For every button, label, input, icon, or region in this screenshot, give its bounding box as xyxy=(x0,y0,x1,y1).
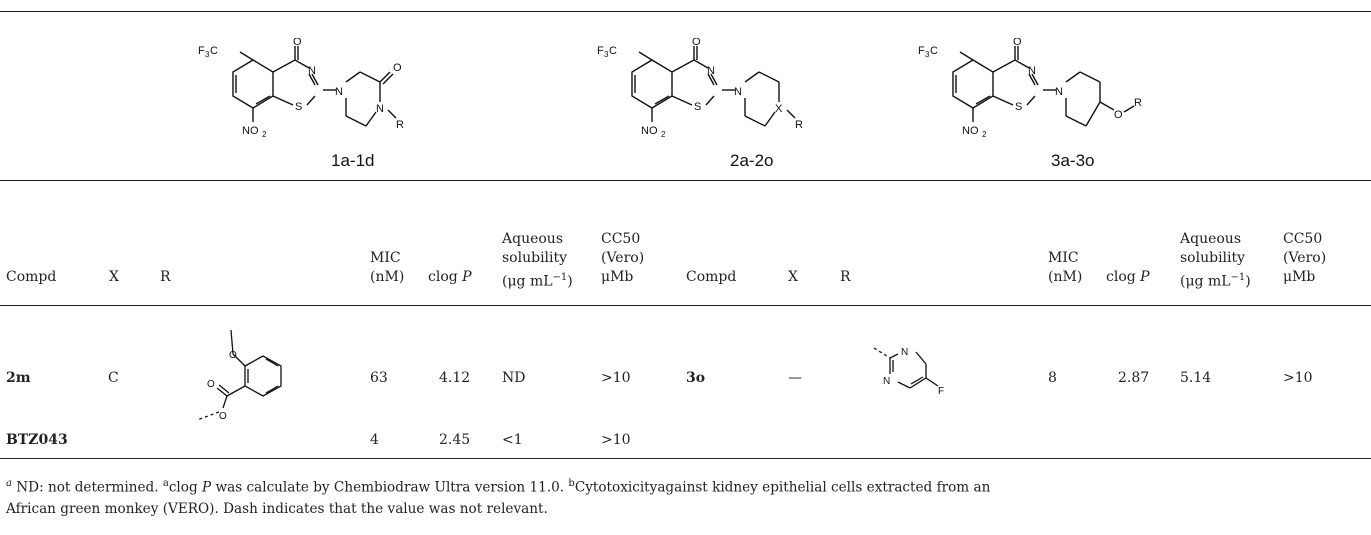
svg-text:2: 2 xyxy=(982,130,987,139)
svg-text:S: S xyxy=(1015,101,1022,113)
svg-text:C: C xyxy=(210,45,218,57)
structure-divider-rule xyxy=(0,180,1371,181)
table-cell-solubility-2: 5.14 xyxy=(1180,370,1212,386)
col-header-compd: Compd xyxy=(6,269,57,285)
svg-text:NO: NO xyxy=(242,125,259,137)
table-cell-cc50: >10 xyxy=(601,370,631,386)
svg-text:C: C xyxy=(609,45,617,57)
col-header-r-2: R xyxy=(840,269,851,285)
col-header-x-2: X xyxy=(788,269,798,285)
svg-text:3: 3 xyxy=(925,50,930,59)
svg-text:O: O xyxy=(293,38,302,48)
table-cell-mic-2: 8 xyxy=(1048,370,1057,386)
structure-3a-3o: F 3 C O N S N O R NO 2 xyxy=(918,38,1178,148)
svg-text:C: C xyxy=(930,45,938,57)
svg-text:2: 2 xyxy=(262,130,267,139)
table-cell-mic-btz: 4 xyxy=(370,432,379,448)
svg-text:N: N xyxy=(308,65,316,77)
svg-text:N: N xyxy=(734,86,742,98)
col-header-compd-2: Compd xyxy=(686,269,737,285)
svg-text:R: R xyxy=(396,119,404,131)
svg-text:N: N xyxy=(1055,86,1063,98)
svg-text:3: 3 xyxy=(604,50,609,59)
col-header-cc50: CC50(Vero)μMb xyxy=(601,231,645,285)
header-bottom-rule xyxy=(0,305,1371,306)
table-cell-cc50-2: >10 xyxy=(1283,370,1313,386)
svg-text:S: S xyxy=(694,101,701,113)
table-cell-cc50-btz: >10 xyxy=(601,432,631,448)
col-header-clogp-2: clog P xyxy=(1106,269,1150,285)
table-cell-solubility: ND xyxy=(502,370,526,386)
structure-label-1a-1d: 1a-1d xyxy=(331,151,375,170)
col-header-r: R xyxy=(160,269,171,285)
table-cell-compd: 2m xyxy=(6,370,31,386)
table-cell-x: C xyxy=(108,370,119,386)
table-top-rule xyxy=(0,11,1371,12)
table-cell-clogp-2: 2.87 xyxy=(1118,370,1150,386)
svg-text:O: O xyxy=(1114,109,1123,121)
svg-text:N: N xyxy=(335,86,343,98)
r-group-3o-structure: N N F xyxy=(870,342,970,406)
col-header-cc50-2: CC50(Vero)μMb xyxy=(1283,231,1327,285)
svg-text:O: O xyxy=(229,350,237,361)
svg-text:F: F xyxy=(938,386,944,397)
svg-text:N: N xyxy=(707,65,715,77)
svg-text:2: 2 xyxy=(661,130,666,139)
svg-text:O: O xyxy=(219,411,227,422)
col-header-x: X xyxy=(109,269,119,285)
svg-text:O: O xyxy=(692,38,701,48)
svg-text:F: F xyxy=(597,45,604,57)
svg-text:N: N xyxy=(1028,65,1036,77)
svg-text:F: F xyxy=(198,45,205,57)
table-cell-compd-2: 3o xyxy=(686,370,706,386)
col-header-mic: MIC(nM) xyxy=(370,250,405,285)
r-group-2m-structure: O O O xyxy=(193,326,293,430)
svg-text:O: O xyxy=(393,62,402,74)
table-cell-solubility-btz: <1 xyxy=(502,432,523,448)
svg-text:NO: NO xyxy=(641,125,658,137)
col-header-mic-2: MIC(nM) xyxy=(1048,250,1083,285)
table-cell-clogp: 4.12 xyxy=(439,370,471,386)
svg-text:X: X xyxy=(775,103,783,115)
structure-label-2a-2o: 2a-2o xyxy=(730,151,774,170)
structure-1a-1d: F 3 C O N S N O N R NO 2 xyxy=(198,38,458,148)
table-cell-compd-btz: BTZ043 xyxy=(6,432,68,448)
table-cell-x-2: — xyxy=(788,370,802,386)
svg-text:O: O xyxy=(1013,38,1022,48)
structure-2a-2o: F 3 C O N S N X R NO 2 xyxy=(597,38,857,148)
table-footnote: a ND: not determined. aclog P was calcul… xyxy=(6,478,991,517)
table-bottom-rule xyxy=(0,458,1371,459)
table-cell-mic: 63 xyxy=(370,370,388,386)
svg-text:O: O xyxy=(207,379,215,390)
svg-text:F: F xyxy=(918,45,925,57)
svg-text:N: N xyxy=(883,376,890,387)
svg-text:R: R xyxy=(795,119,803,131)
table-cell-clogp-btz: 2.45 xyxy=(439,432,471,448)
svg-text:N: N xyxy=(376,103,384,115)
svg-text:R: R xyxy=(1134,97,1142,109)
svg-text:N: N xyxy=(901,347,908,358)
svg-text:NO: NO xyxy=(962,125,979,137)
col-header-clogp: clog P xyxy=(428,269,472,285)
svg-text:3: 3 xyxy=(205,50,210,59)
structure-label-3a-3o: 3a-3o xyxy=(1051,151,1095,170)
svg-text:S: S xyxy=(295,101,302,113)
